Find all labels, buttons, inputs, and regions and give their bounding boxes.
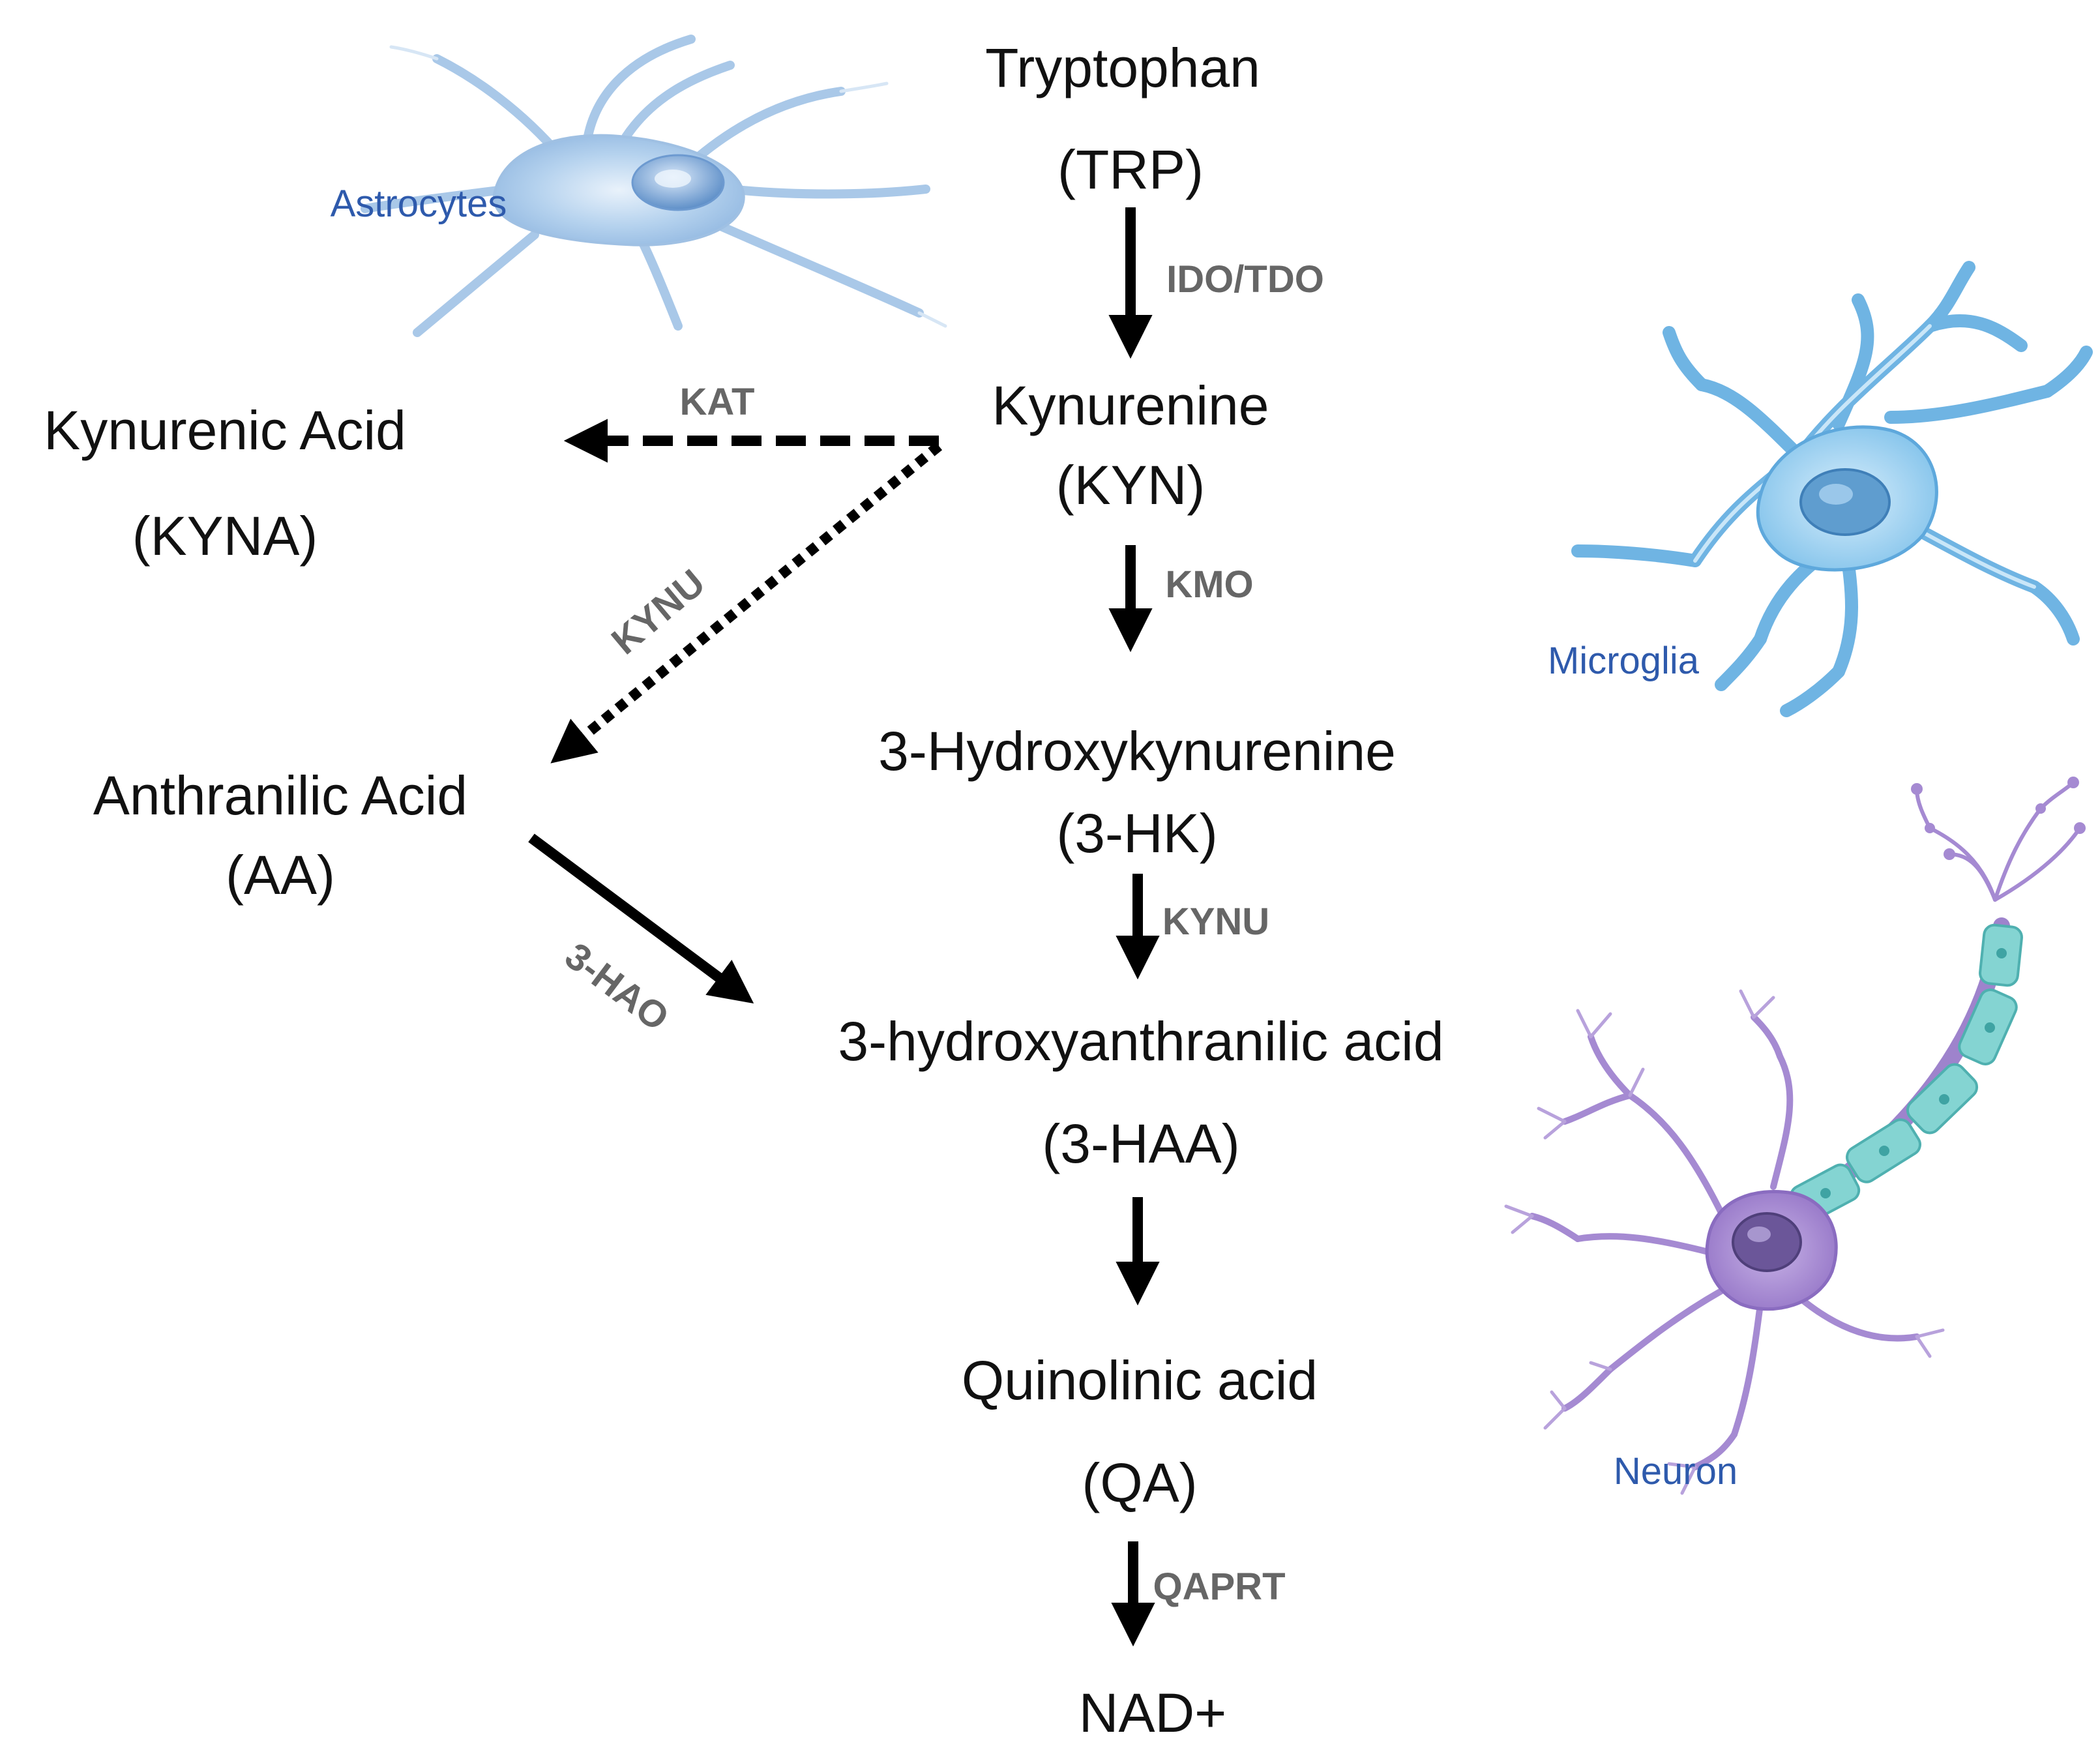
enzyme-ido-tdo: IDO/TDO xyxy=(1166,258,1324,301)
enzyme-kmo: KMO xyxy=(1165,563,1254,606)
neuron-illustration xyxy=(1504,777,2086,1495)
aa-abbreviation: (AA) xyxy=(226,844,335,906)
3hk-abbreviation: (3-HK) xyxy=(1056,803,1218,864)
arrow-kyn-to-aa xyxy=(550,441,943,764)
enzyme-kynu: KYNU xyxy=(1162,900,1270,943)
trp-abbreviation: (TRP) xyxy=(1057,139,1204,200)
pathway-arrows xyxy=(528,207,1160,1647)
enzyme-kat: KAT xyxy=(679,381,755,423)
kynurenic-acid-label: Kynurenic Acid xyxy=(44,400,406,461)
enzyme-qaprt: QAPRT xyxy=(1153,1566,1286,1608)
anthranilic-acid-label: Anthranilic Acid xyxy=(93,765,468,826)
kyn-abbreviation: (KYN) xyxy=(1056,454,1205,516)
astrocyte-illustration xyxy=(361,35,947,337)
kynurenine-label: Kynurenine xyxy=(992,375,1269,436)
astrocytes-label: Astrocytes xyxy=(330,183,507,225)
3-hydroxyanthranilic-acid-label: 3-hydroxyanthranilic acid xyxy=(838,1011,1444,1072)
arrow-aa-to-3haa xyxy=(528,833,754,1004)
nad-label: NAD+ xyxy=(1078,1682,1227,1744)
microglia-label: Microglia xyxy=(1547,640,1700,682)
qa-abbreviation: (QA) xyxy=(1082,1452,1198,1513)
neuron-label: Neuron xyxy=(1613,1450,1738,1492)
kyna-abbreviation: (KYNA) xyxy=(132,505,318,567)
microglia-illustration xyxy=(1571,261,2093,717)
3haa-abbreviation: (3-HAA) xyxy=(1042,1113,1240,1174)
tryptophan-label: Tryptophan xyxy=(985,37,1260,98)
3-hydroxykynurenine-label: 3-Hydroxykynurenine xyxy=(878,720,1396,782)
quinolinic-acid-label: Quinolinic acid xyxy=(961,1350,1318,1411)
